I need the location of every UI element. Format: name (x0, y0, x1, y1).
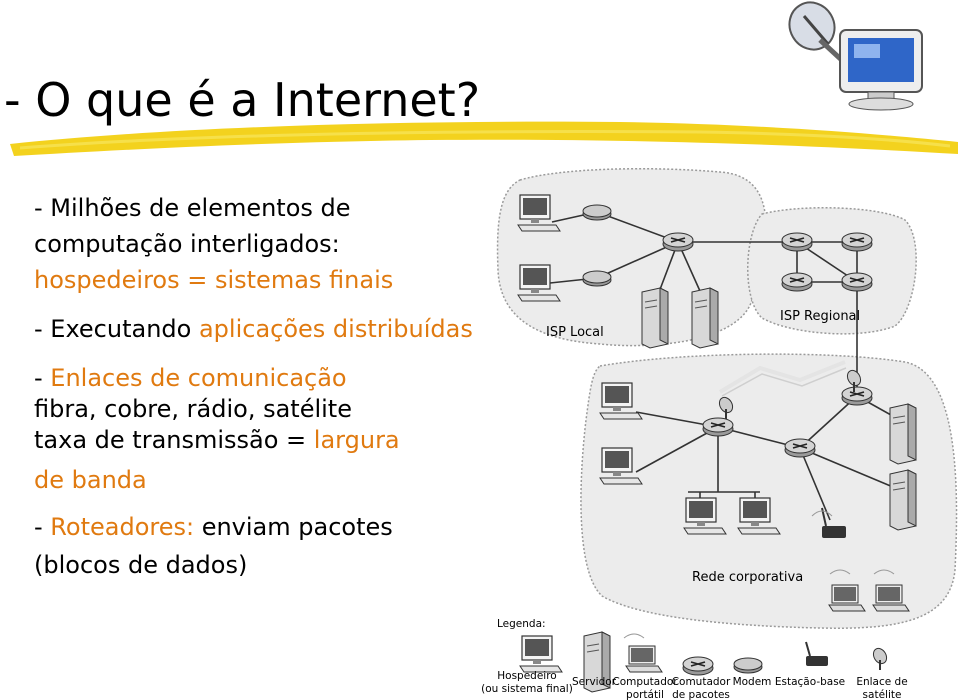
legend-satellite-icon (869, 645, 891, 671)
isp-local-label: ISP Local (546, 325, 604, 340)
legend-laptop-icon (625, 645, 663, 673)
bullet-4-line-2: (blocos de dados) (34, 551, 248, 579)
svg-text:Servidor: Servidor (572, 676, 617, 688)
server-icon (691, 287, 719, 349)
base-station-icon (811, 507, 846, 538)
svg-text:de pacotes: de pacotes (672, 689, 730, 700)
bullet-4: - Roteadores: enviam pacotes (34, 512, 393, 542)
svg-text:portátil: portátil (626, 689, 664, 700)
svg-text:satélite: satélite (863, 689, 902, 700)
bullet-3-highlight: Enlaces de comunicação (50, 364, 347, 392)
monitor-icon (839, 29, 923, 111)
svg-text:Hospedeiro: Hospedeiro (497, 670, 556, 682)
bullet-2-prefix: - Executando (34, 315, 199, 343)
svg-text:Comutador: Comutador (672, 676, 731, 688)
legend-modem-icon (733, 657, 763, 674)
bullet-3-line-2: fibra, cobre, rádio, satélite (34, 395, 352, 423)
server-icon (889, 469, 917, 531)
svg-text:Estação-base: Estação-base (775, 676, 845, 688)
bullet-3-line-4: de banda (34, 466, 147, 494)
corporate-network-cloud (580, 353, 958, 629)
legend-host-icon (519, 635, 563, 673)
bullet-1-line-3: hospedeiros = sistemas finais (34, 266, 394, 294)
svg-text:Modem: Modem (733, 676, 772, 688)
satellite-dish-icon (788, 1, 848, 66)
bullet-1-line-2: computação interligados: (34, 230, 340, 258)
title-brush-underline (10, 121, 958, 156)
legend-title: Legenda: (497, 618, 546, 630)
legend-router-icon (682, 656, 714, 676)
router-icon (662, 232, 694, 252)
modem-icon (582, 204, 612, 221)
router-icon (841, 232, 873, 252)
bullet-3-line-3: taxa de transmissão = largura (34, 425, 400, 455)
bullet-2: - Executando aplicações distribuídas (34, 314, 473, 344)
legend: Legenda: Hospedeiro (ou sistema final) S… (481, 618, 908, 700)
bullet-4-highlight: Roteadores: (50, 513, 195, 541)
svg-text:Computador: Computador (612, 676, 678, 688)
legend-base-station-icon (805, 641, 828, 666)
computer-satellite-icon (788, 1, 923, 111)
slide-title: - O que é a Internet? (4, 73, 481, 127)
bullet-4-prefix: - (34, 513, 51, 541)
server-icon (889, 403, 917, 465)
internet-network-diagram: ISP Local ISP Regional Rede corporativa … (481, 167, 958, 700)
router-icon (841, 386, 873, 406)
bullet-4-suffix: enviam pacotes (194, 513, 393, 541)
bullet-3-line-3-highlight: largura (313, 426, 400, 454)
bullet-3-line-3-prefix: taxa de transmissão = (34, 426, 314, 454)
router-icon (841, 272, 873, 292)
bullet-3: - Enlaces de comunicação (34, 363, 347, 393)
bullet-2-highlight: aplicações distribuídas (198, 315, 473, 343)
bullet-1-line-1: - Milhões de elementos de (34, 194, 351, 222)
server-icon (641, 287, 669, 349)
isp-regional-label: ISP Regional (780, 309, 860, 324)
router-icon (781, 232, 813, 252)
router-icon (702, 417, 734, 437)
router-icon (781, 272, 813, 292)
corporate-network-label: Rede corporativa (692, 570, 803, 585)
svg-text:Enlace de: Enlace de (856, 676, 907, 688)
router-icon (784, 438, 816, 458)
svg-text:(ou sistema final): (ou sistema final) (481, 683, 573, 695)
modem-icon (582, 270, 612, 287)
bullet-3-prefix: - (34, 364, 51, 392)
